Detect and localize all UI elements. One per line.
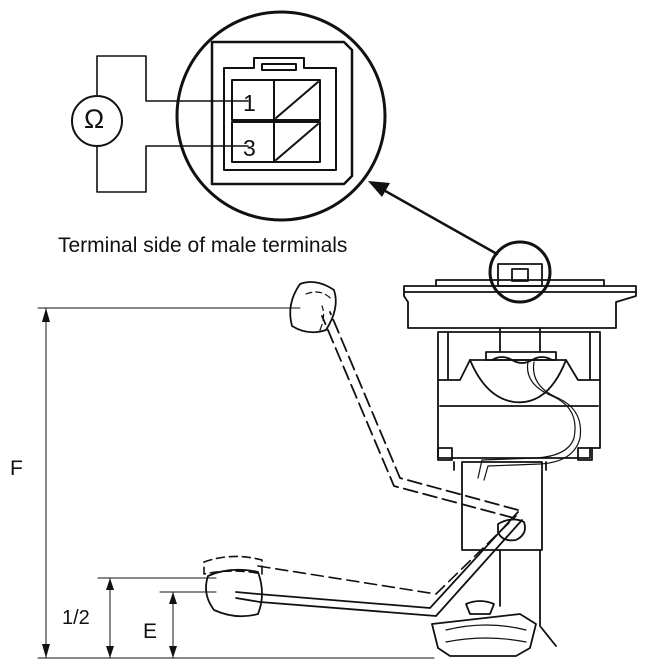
arrow-shaft [378, 186, 499, 256]
fuel-pump-assembly [403, 263, 637, 657]
connector-callout-circle [488, 240, 552, 304]
float-arm-full-position [321, 311, 519, 519]
dimension-label-empty: E [143, 620, 158, 643]
float-arm-half-position [257, 515, 517, 595]
sender-wires [477, 361, 576, 479]
float-empty [205, 568, 263, 618]
arrow-head [368, 181, 390, 197]
dimension-label-full: F [10, 457, 23, 480]
connector-housing-inner [223, 57, 337, 171]
pump-tube [461, 461, 543, 551]
figure-caption: Terminal side of male terminals [58, 234, 348, 257]
dimension-arrowheads [42, 308, 177, 658]
float-arm-empty-position [235, 511, 526, 617]
ohmmeter-lead-3 [96, 145, 249, 193]
blank-hatch-top [275, 81, 319, 119]
ohmmeter-lead-1 [96, 55, 249, 102]
dimension-label-half: 1/2 [62, 607, 90, 629]
blank-hatch-bottom [275, 123, 319, 161]
pump-flange [403, 285, 637, 329]
pointer-arrow [368, 181, 552, 304]
magnifier-circle [175, 10, 387, 222]
ohmmeter-circuit [71, 55, 249, 193]
connector-housing-outer [210, 40, 354, 186]
terminal-3-label: 3 [243, 135, 256, 161]
connector-latch [261, 63, 297, 71]
connector-magnified-view [175, 10, 387, 222]
float-half-outline [203, 555, 263, 575]
terminal-1-label: 1 [243, 90, 256, 116]
blank-cavity-top [273, 79, 321, 121]
blank-cavity-bottom [273, 121, 321, 163]
pump-body [437, 331, 601, 459]
dimension-lines [37, 307, 435, 659]
float-full [289, 281, 337, 334]
pump-strainer [431, 613, 537, 657]
flange-connector [497, 263, 543, 287]
ohmmeter-symbol: Ω [84, 104, 105, 134]
